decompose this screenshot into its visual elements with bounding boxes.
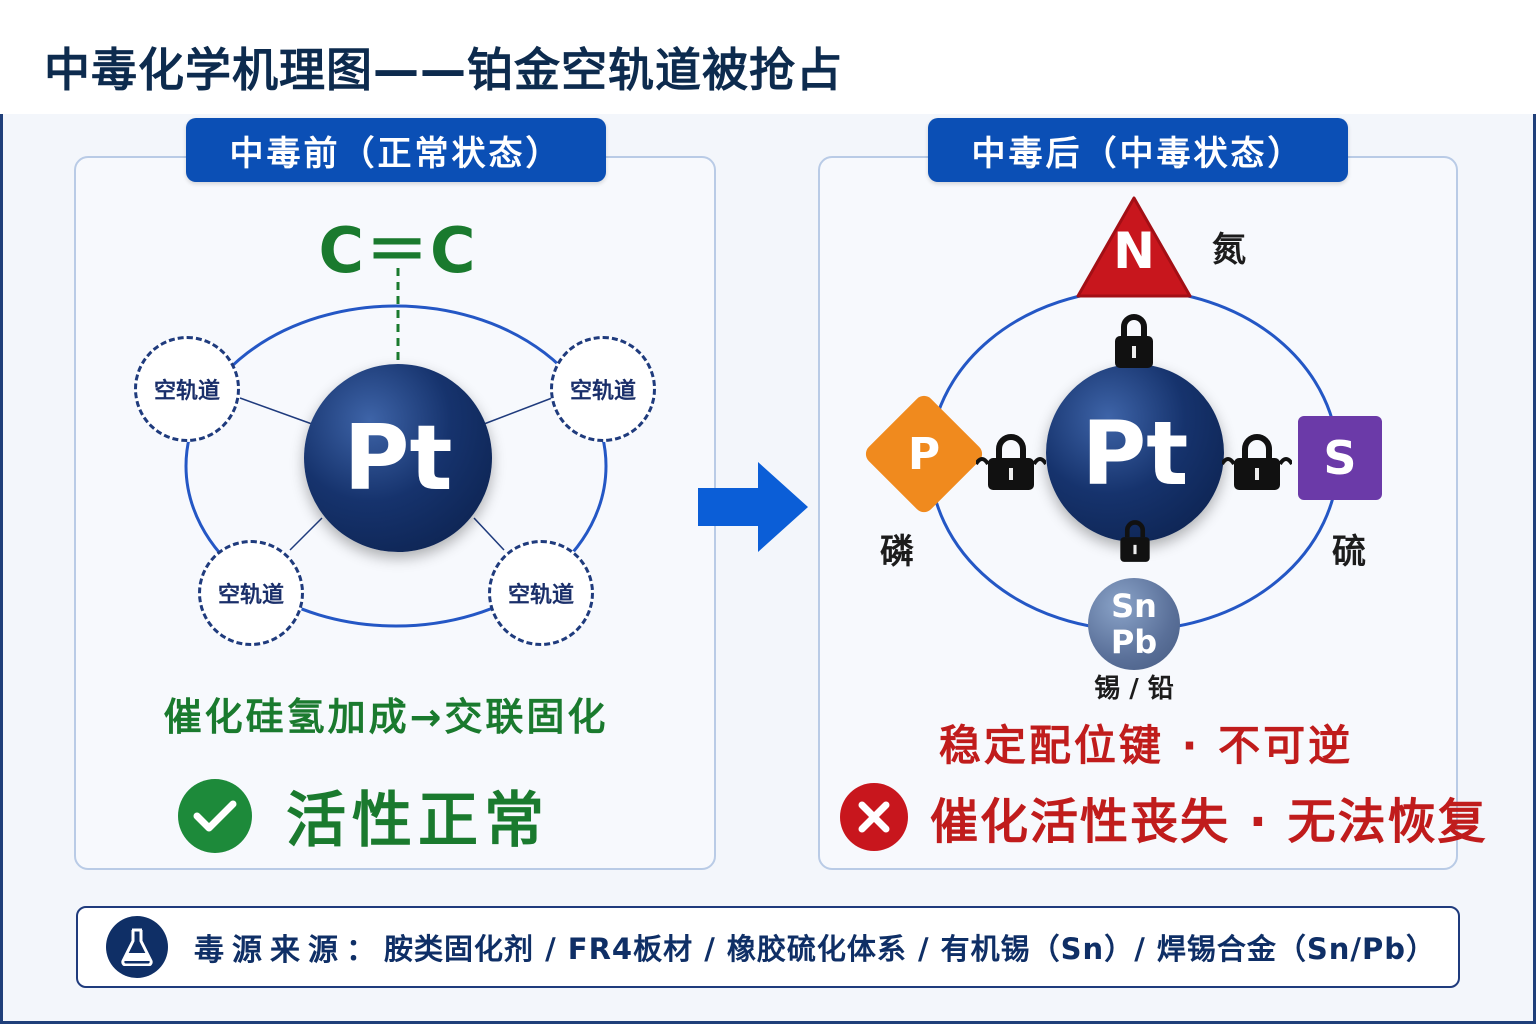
pt-atom-after: Pt [1046,364,1224,542]
pt-atom-before: Pt [304,364,492,552]
poison-sources-bar: 毒源来源： 胺类固化剂 / FR4板材 / 橡胶硫化体系 / 有机锡（Sn）/ … [76,906,1460,988]
orbital-connector [473,517,505,551]
empty-orbital: 空轨道 [134,336,240,442]
orbital-connector [289,517,323,551]
after-status-text: 催化活性丧失 · 无法恢复 [930,794,1488,850]
phosphorus-label: 磷 [880,532,914,572]
nitrogen-symbol: N [1113,222,1155,280]
lock-icon [1222,434,1292,490]
phosphorus-symbol: P [907,428,941,480]
lead-symbol: Pb [1110,623,1158,661]
tin-lead-label: 锡 / 铅 [1094,674,1174,704]
orbital-connector [483,397,553,425]
tin-symbol: Sn [1111,587,1157,625]
sulfur-label: 硫 [1332,532,1366,572]
lock-icon [1120,520,1150,562]
nitrogen-label: 氮 [1212,230,1246,270]
before-status-text: 活性正常 [286,786,550,856]
tin-lead-circle: Sn Pb [1088,578,1180,670]
flask-icon [106,916,168,978]
poison-sources-label: 毒源来源： [194,933,384,968]
after-caption: 稳定配位键 · 不可逆 [938,721,1354,770]
cross-icon [840,783,908,851]
after-status: 催化活性丧失 · 无法恢复 [840,782,1488,852]
empty-orbital: 空轨道 [488,540,594,646]
sulfur-symbol: S [1298,416,1382,500]
empty-orbital: 空轨道 [198,540,304,646]
orbital-connector [239,397,313,425]
left-orbit-ring [184,304,608,628]
lock-icon [976,434,1046,490]
before-caption: 催化硅氢加成→交联固化 [163,695,609,739]
page-title: 中毒化学机理图——铂金空轨道被抢占 [44,43,843,97]
check-icon [178,778,252,853]
after-header: 中毒后（中毒状态） [928,118,1348,182]
nitrogen-triangle [1076,196,1192,298]
before-status: 活性正常 [178,772,550,859]
before-header: 中毒前（正常状态） [186,118,606,182]
lock-icon [1115,314,1153,368]
empty-orbital: 空轨道 [550,336,656,442]
arrow-right-icon [698,462,808,552]
cc-double-bond-label: C＝C [318,214,478,287]
poison-sources-list: 胺类固化剂 / FR4板材 / 橡胶硫化体系 / 有机锡（Sn）/ 焊锡合金（S… [384,932,1437,966]
